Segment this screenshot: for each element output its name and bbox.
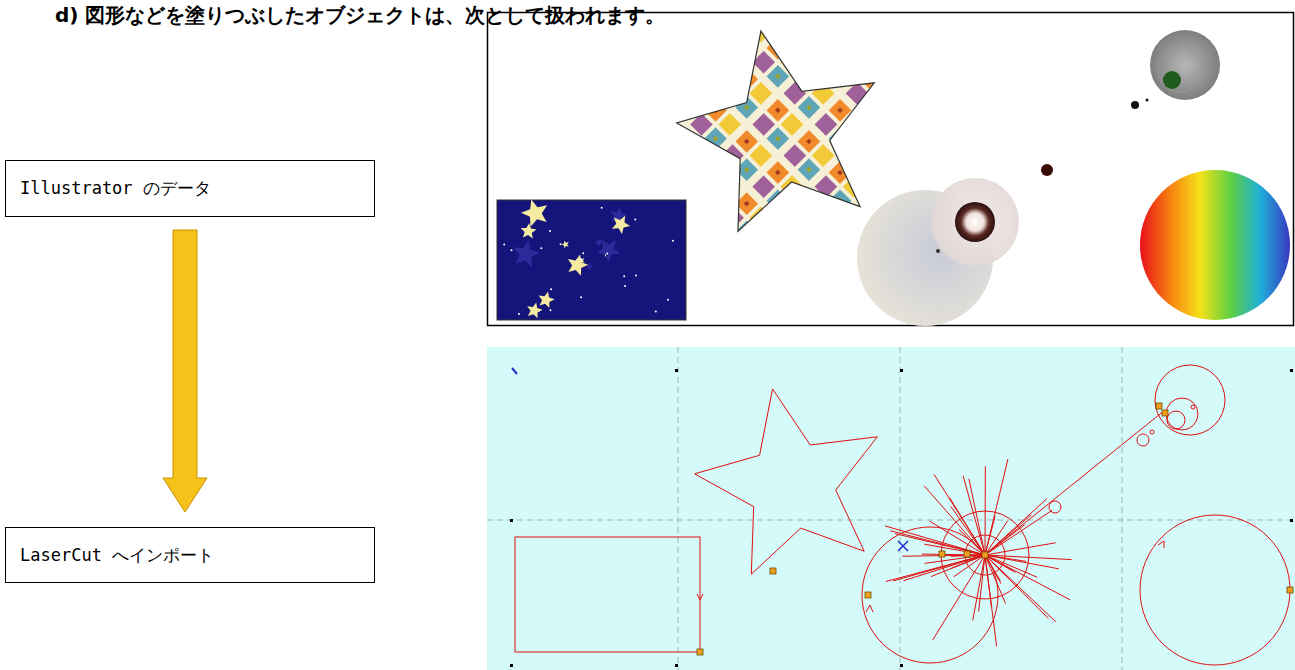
star-dot — [623, 275, 625, 277]
ray — [985, 555, 1059, 569]
small-star — [594, 238, 603, 247]
label-box: Illustrator のデータ — [5, 160, 375, 217]
ray — [985, 510, 1052, 555]
star-dot — [667, 299, 669, 301]
star-dot — [606, 253, 608, 255]
star-dot — [582, 252, 584, 254]
ray — [979, 555, 985, 612]
pattern-star — [677, 31, 875, 231]
ray — [985, 498, 1047, 555]
dot — [936, 249, 940, 253]
rainbow-circle — [1140, 170, 1290, 320]
small-star — [568, 255, 588, 276]
ray — [985, 466, 986, 555]
small-star — [513, 240, 540, 267]
star-dot — [549, 309, 551, 311]
star-dot — [655, 311, 657, 313]
small-star — [612, 216, 630, 234]
star-dot — [580, 296, 582, 298]
ray — [924, 486, 985, 555]
star-dot — [518, 313, 520, 315]
heading: d) 図形などを塗りつぶしたオブジェクトは、次として扱われます。 — [55, 2, 665, 29]
small-star — [586, 262, 594, 270]
star-dot — [672, 240, 674, 242]
star-dot — [503, 244, 505, 246]
star-dot — [549, 230, 551, 232]
small-star — [562, 241, 569, 249]
cut-paths — [515, 365, 1290, 665]
star-dot — [624, 285, 626, 287]
dot — [1146, 99, 1149, 102]
origin-mark — [512, 368, 517, 374]
small-star — [597, 240, 620, 262]
star-dot — [635, 274, 637, 276]
ring — [1158, 48, 1202, 92]
illustrator-panel — [488, 13, 1294, 326]
ray — [886, 555, 985, 581]
star-dot — [634, 219, 636, 221]
star-dot — [510, 249, 512, 251]
cross-mark — [898, 541, 908, 551]
ray — [951, 506, 985, 555]
down-arrow — [163, 230, 207, 512]
star-dot — [560, 243, 562, 245]
star-dot — [580, 259, 582, 261]
star-dot — [550, 288, 552, 290]
grid — [487, 347, 1295, 670]
ray — [985, 555, 1006, 604]
green-dot — [1163, 71, 1181, 89]
box-label: LaserCut へインポート — [6, 544, 228, 567]
ray — [931, 555, 985, 577]
ray — [922, 554, 985, 556]
small-star — [521, 223, 537, 239]
ball — [955, 202, 995, 242]
label-box: LaserCut へインポート — [5, 527, 375, 583]
ray — [985, 555, 1056, 622]
ray — [985, 459, 1008, 555]
ray — [985, 543, 1056, 555]
ray — [904, 555, 985, 581]
grey-circle — [1150, 30, 1220, 100]
ray — [985, 555, 1070, 600]
dot — [1131, 101, 1139, 109]
box-label: Illustrator のデータ — [6, 177, 225, 200]
node-squares — [697, 403, 1293, 655]
small-star — [521, 200, 547, 227]
star-dot — [601, 207, 603, 209]
dot — [1041, 164, 1053, 176]
lasercut-panel — [487, 347, 1295, 670]
grid-ticks — [510, 369, 1293, 667]
starry-rect — [497, 200, 686, 320]
ray — [933, 555, 985, 640]
star-dot — [540, 247, 542, 249]
small-star — [539, 292, 555, 308]
pink-circle — [931, 178, 1019, 266]
